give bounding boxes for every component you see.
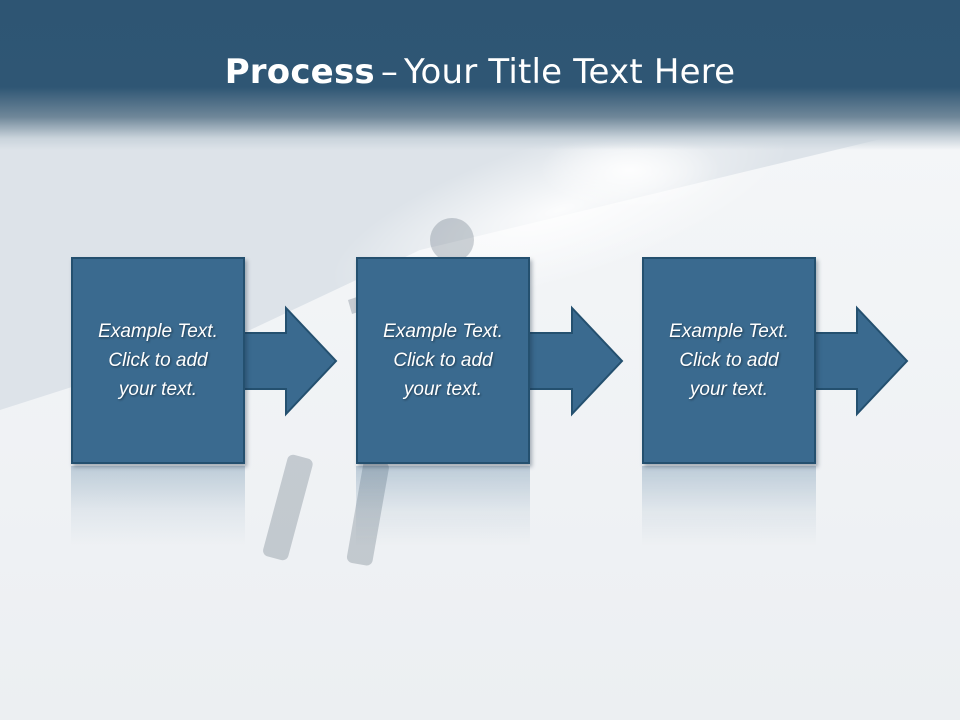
step-reflection [71,466,245,546]
process-arrow-icon [527,305,624,417]
step-reflection [356,466,530,546]
process-step-box[interactable]: Example Text. Click to add your text. [71,257,245,464]
title-bold-part: Process [224,52,375,92]
step-text: Example Text. Click to add your text. [383,321,503,400]
slide-title[interactable]: Process–Your Title Text Here [0,52,960,92]
title-separator: – [380,52,399,92]
process-arrow-icon [241,305,338,417]
process-step-box[interactable]: Example Text. Click to add your text. [356,257,530,464]
step-text: Example Text. Click to add your text. [98,321,218,400]
process-step-box[interactable]: Example Text. Click to add your text. [642,257,816,464]
title-bar: Process–Your Title Text Here [0,0,960,150]
step-reflection [642,466,816,546]
title-rest: Your Title Text Here [404,52,736,92]
skier-helmet-icon [430,218,474,262]
process-arrow-icon [812,305,909,417]
step-text: Example Text. Click to add your text. [669,321,789,400]
